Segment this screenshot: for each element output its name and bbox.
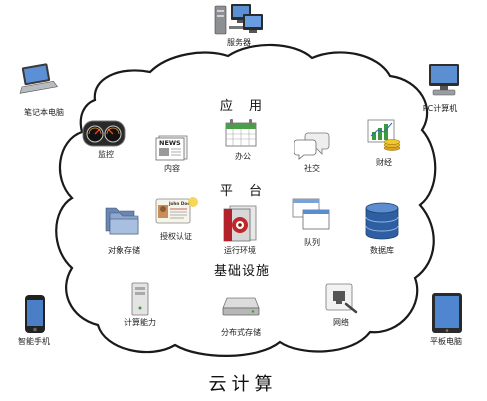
pc-label: PC计算机 xyxy=(422,104,458,113)
monitor-label: 监控 xyxy=(98,150,114,159)
tablet-label: 平板电脑 xyxy=(430,337,462,346)
server-label: 服务器 xyxy=(227,38,251,47)
block-storage-label: 分布式存储 xyxy=(221,328,261,337)
section-title-application: 应 用 xyxy=(219,99,269,114)
finance-chart-coins-icon xyxy=(367,119,401,151)
diagram-caption: 云计算 xyxy=(208,374,278,395)
id-card-icon: John Doe xyxy=(155,197,198,224)
network-label: 网络 xyxy=(333,318,349,327)
tablet-icon xyxy=(432,293,462,333)
laptop-icon xyxy=(19,63,58,94)
section-title-platform: 平 台 xyxy=(219,184,269,199)
office-label: 办公 xyxy=(235,152,251,161)
calendar-icon xyxy=(225,119,257,147)
content-label: 内容 xyxy=(164,164,180,173)
social-label: 社交 xyxy=(304,164,320,173)
network-port-icon xyxy=(325,283,358,314)
server-tower-icon xyxy=(131,282,149,316)
queue-windows-icon xyxy=(292,198,330,230)
database-icon xyxy=(365,202,399,240)
smartphone-label: 智能手机 xyxy=(18,337,50,346)
hard-drive-icon xyxy=(222,297,260,316)
queue-label: 队列 xyxy=(304,238,320,247)
chat-bubbles-icon xyxy=(294,132,330,160)
database-label: 数据库 xyxy=(370,246,394,255)
laptop-label: 笔记本电脑 xyxy=(24,108,64,117)
object-storage-label: 对象存储 xyxy=(108,246,140,255)
newspaper-icon: NEWS xyxy=(155,135,188,161)
section-title-infrastructure: 基础设施 xyxy=(213,264,271,279)
desktop-pc-icon xyxy=(429,64,459,96)
id-card-name: John Doe xyxy=(168,201,190,206)
runtime-package-icon xyxy=(223,205,257,242)
server-icon xyxy=(214,4,263,35)
compute-label: 计算能力 xyxy=(124,318,156,327)
identity-label: 授权认证 xyxy=(160,232,192,241)
smartphone-icon xyxy=(25,295,45,333)
runtime-label: 运行环境 xyxy=(224,246,256,255)
dashboard-gauge-icon xyxy=(82,120,126,147)
folders-icon xyxy=(105,207,139,235)
finance-label: 财经 xyxy=(376,158,392,167)
newspaper-masthead: NEWS xyxy=(159,139,181,147)
